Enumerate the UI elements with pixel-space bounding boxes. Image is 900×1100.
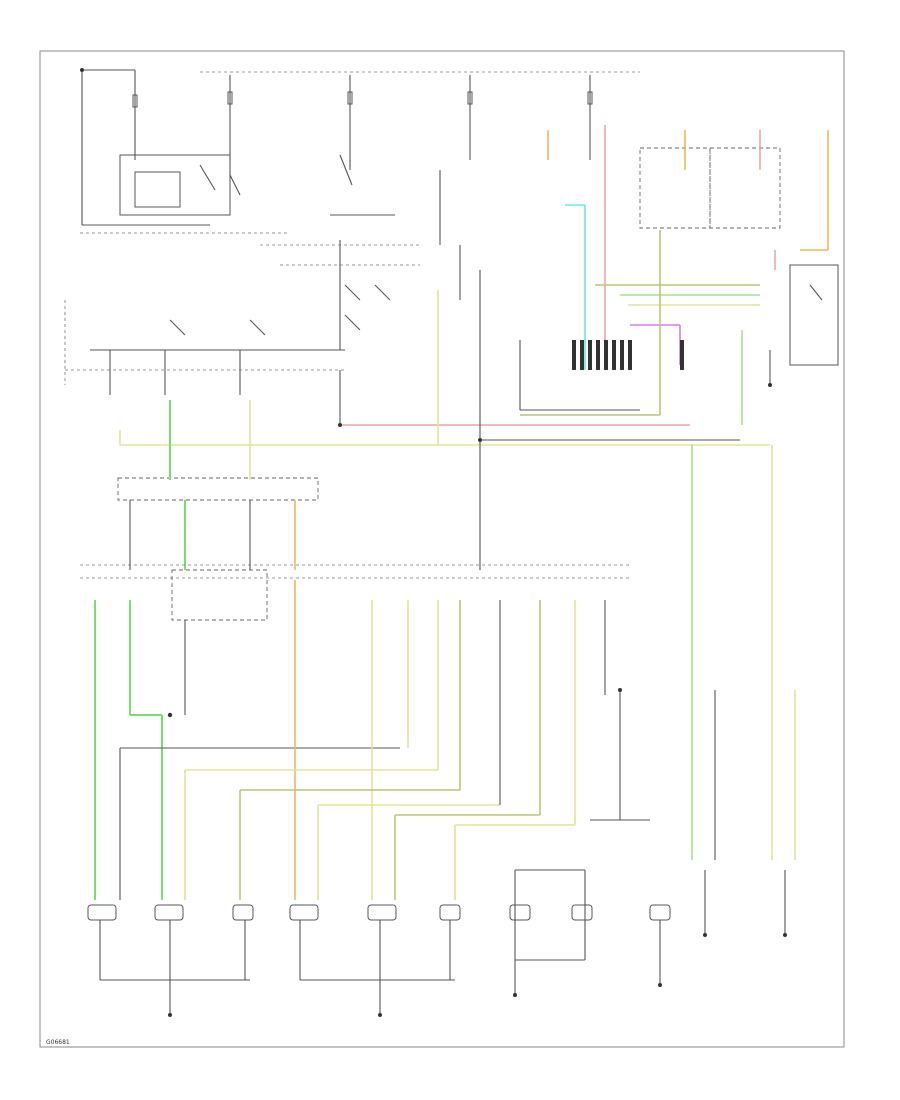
trailer-relays [519,125,839,425]
headlamp-switch-bar [64,300,345,395]
lamp-left-2 [154,904,184,921]
lamp-rear-3 [649,904,671,921]
vertical-wire-runs [94,445,796,900]
middle-connector-strip [80,440,630,621]
top-power-section [80,69,640,234]
figure-id: G06681 [46,1039,70,1046]
lamp-right-2 [367,904,397,921]
bus-lines [119,170,770,446]
lamp-left-3 [232,904,254,921]
trailer-connector-pins [572,340,684,370]
multifunction-switch [260,154,420,350]
lamp-right-3 [439,904,461,921]
bottom-lamp-row [87,869,787,1017]
lamp-rear-2 [571,904,593,921]
junction-block [117,290,439,570]
lamp-rear-1 [509,904,531,921]
lamp-right-1 [289,904,319,921]
lamp-left-1 [87,904,117,921]
diagram-frame [39,50,845,1048]
splice-points [80,68,772,718]
